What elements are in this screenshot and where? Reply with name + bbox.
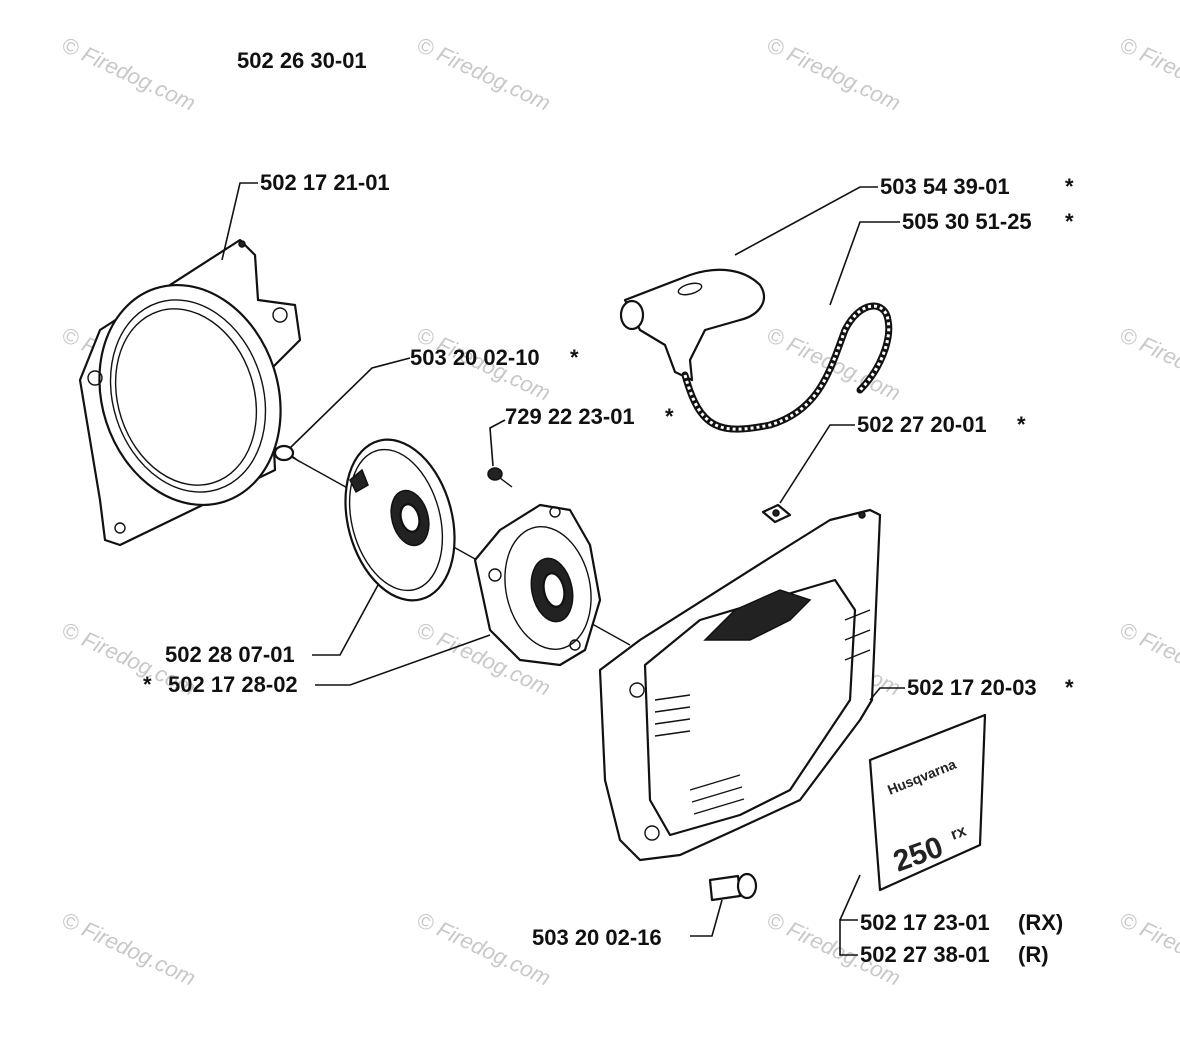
watermark: © Firedog.com	[58, 907, 200, 991]
label-nut-plate: 502 27 20-01	[857, 412, 987, 437]
rope-part	[681, 302, 893, 433]
leader-lines	[221, 182, 905, 956]
leader-handle	[734, 186, 878, 256]
asterisk-nut-plate: *	[1017, 412, 1026, 437]
leader-decal-bracket	[839, 919, 858, 956]
asterisk-spring-cassette: *	[143, 672, 152, 697]
watermark: © Firedog.com	[1116, 907, 1180, 991]
label-fan-housing: 502 17 21-01	[260, 170, 390, 195]
asterisk-handle: *	[1065, 174, 1074, 199]
label-decal-rx: 502 17 23-01	[860, 910, 990, 935]
leader-pulley	[312, 584, 379, 656]
leader-decal	[839, 874, 861, 921]
watermark: © Firedog.com	[58, 32, 200, 116]
label-handle: 503 54 39-01	[880, 174, 1010, 199]
leader-fan-housing	[221, 182, 258, 261]
asterisk-rope: *	[1065, 209, 1074, 234]
part-labels: 502 17 21-01 503 54 39-01 * 505 30 51-25…	[143, 170, 1074, 967]
leader-nut-plate	[779, 424, 855, 504]
watermark: © Firedog.com	[1116, 32, 1180, 116]
label-spring-screw: 729 22 23-01	[505, 404, 635, 429]
asterisk-center-screw: *	[570, 345, 579, 370]
starter-cover-part	[598, 508, 882, 862]
watermark-layer: © Firedog.com © Firedog.com © Firedog.co…	[58, 32, 1180, 991]
leader-spring-cassette	[315, 634, 491, 686]
leader-rope	[829, 221, 900, 306]
tag-decal-rx: (RX)	[1018, 910, 1063, 935]
asterisk-spring-screw: *	[665, 404, 674, 429]
label-starter-cover: 502 17 20-03	[907, 675, 1037, 700]
label-bottom-screw: 503 20 02-16	[532, 925, 662, 950]
label-pulley: 502 28 07-01	[165, 642, 295, 667]
label-rope: 505 30 51-25	[902, 209, 1032, 234]
watermark: © Firedog.com	[1116, 617, 1180, 701]
leader-center-screw	[289, 357, 411, 449]
decal-model-suffix: rx	[949, 823, 969, 844]
bottom-screw-part	[708, 872, 758, 902]
label-spring-cassette: 502 17 28-02	[168, 672, 298, 697]
tag-decal-r: (R)	[1018, 942, 1049, 967]
fan-housing-part	[78, 238, 302, 547]
leader-spring-screw	[489, 419, 506, 467]
spring-screw-part	[487, 467, 513, 488]
leader-bottom-screw	[690, 899, 723, 937]
label-center-screw: 503 20 02-10	[410, 345, 540, 370]
decal-part: Husqvarna 250 rx	[868, 713, 987, 892]
watermark: © Firedog.com	[763, 32, 905, 116]
label-decal-r: 502 27 38-01	[860, 942, 990, 967]
asterisk-starter-cover: *	[1065, 675, 1074, 700]
spring-cassette-part	[473, 503, 602, 667]
center-screw-part	[273, 444, 301, 463]
pulley-part	[344, 438, 456, 602]
leader-starter-cover	[869, 687, 905, 701]
nut-plate-part	[761, 503, 792, 524]
assembly-number: 502 26 30-01	[237, 48, 367, 73]
handle-part	[619, 268, 765, 382]
watermark: © Firedog.com	[413, 32, 555, 116]
watermark: © Firedog.com	[1116, 322, 1180, 406]
